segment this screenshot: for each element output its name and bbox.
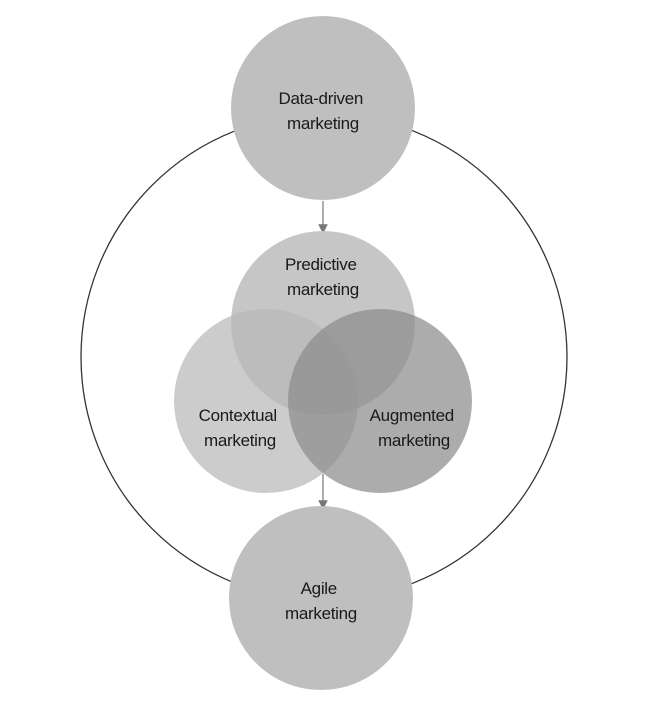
data-driven-node [231,16,415,200]
augmented-label-line2: marketing [378,431,450,450]
data-driven-label-line2: marketing [287,114,359,133]
contextual-label-line2: marketing [204,431,276,450]
venn-group [174,231,472,493]
augmented-label-line1: Augmented [370,406,454,425]
predictive-label: Predictive marketing [285,255,361,299]
agile-node [229,506,413,690]
data-driven-label-line1: Data-driven [278,89,363,108]
data-driven-label: Data-driven marketing [278,89,367,133]
contextual-label-line1: Contextual [199,406,277,425]
augmented-label: Augmented marketing [370,406,459,450]
agile-label: Agile marketing [285,579,357,623]
agile-label-line2: marketing [285,604,357,623]
contextual-label: Contextual marketing [199,406,282,450]
predictive-label-line1: Predictive [285,255,357,274]
augmented-node [288,309,472,493]
predictive-label-line2: marketing [287,280,359,299]
agile-label-line1: Agile [301,579,337,598]
